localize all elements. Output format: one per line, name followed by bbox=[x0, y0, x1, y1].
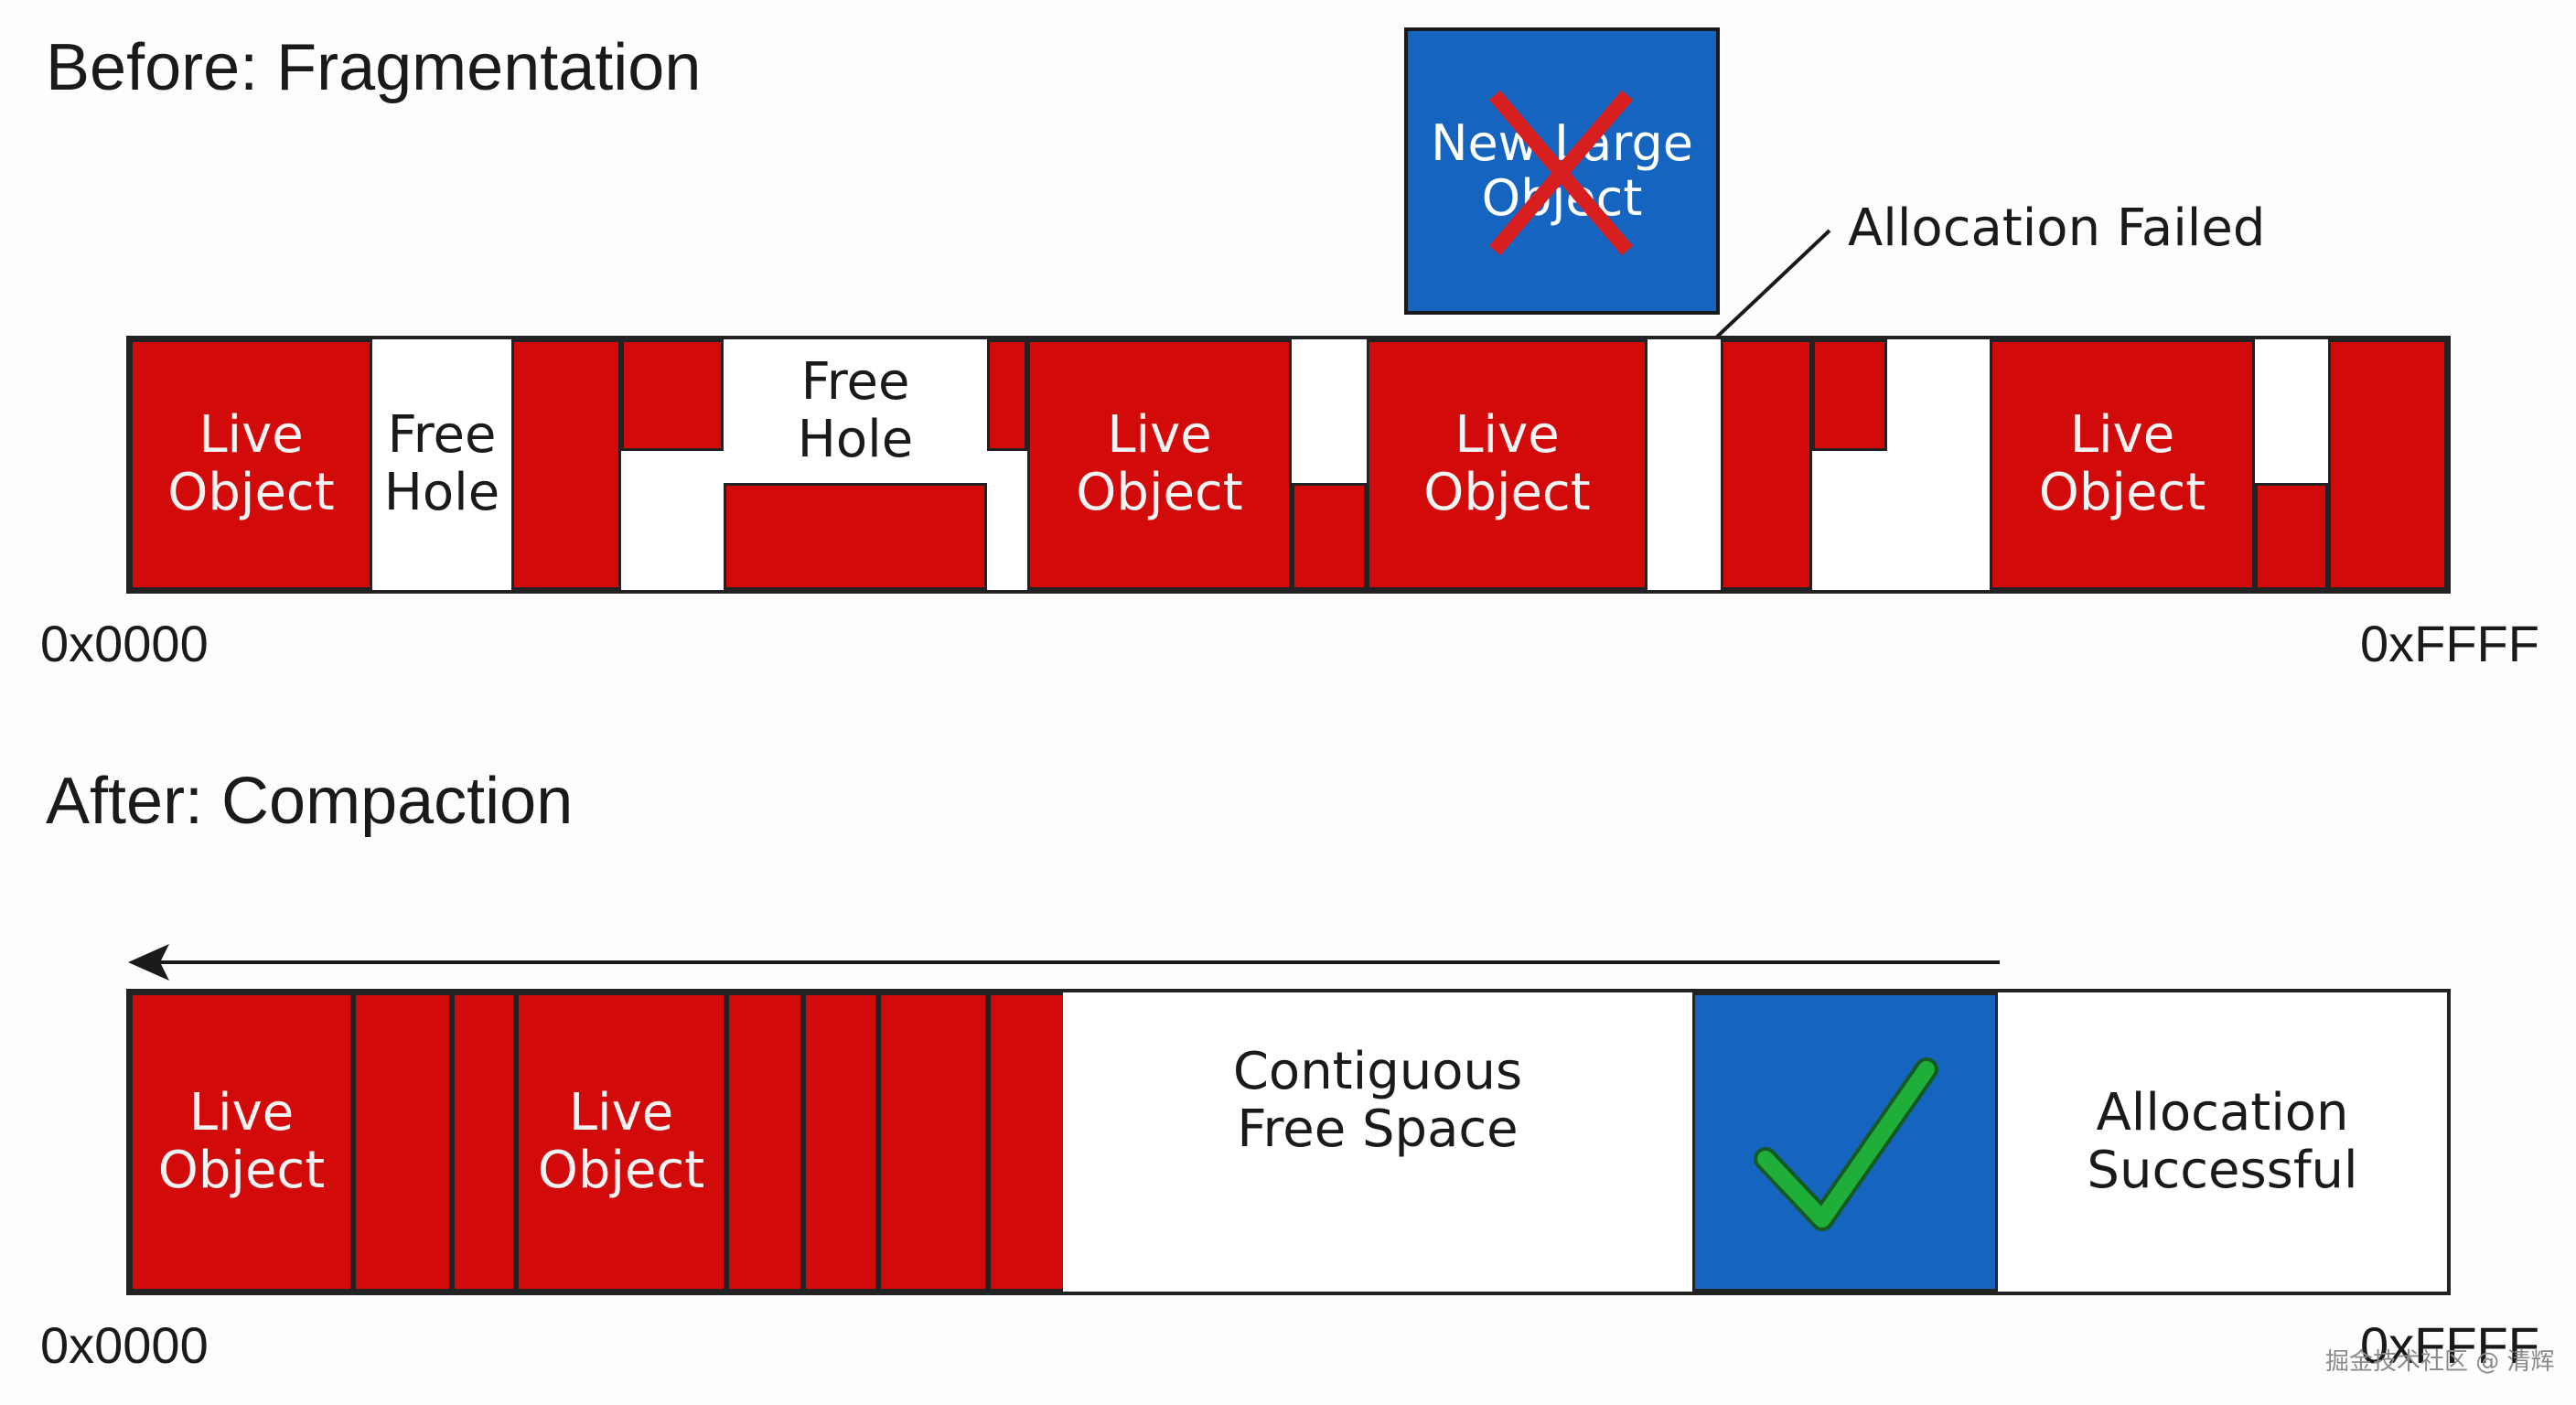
watermark: 掘金技术社区 @ 清辉 bbox=[2325, 1348, 2555, 1376]
free-hole-label: Free Hole bbox=[797, 351, 914, 469]
new-large-object-block: New Large Object bbox=[1404, 27, 1720, 315]
live-object-block bbox=[1027, 339, 1292, 590]
live-object-label: Live Object bbox=[167, 405, 335, 522]
live-object-label: Live Object bbox=[537, 1082, 705, 1200]
live-object-label: Live Object bbox=[2038, 405, 2206, 522]
live-object-block bbox=[878, 992, 988, 1292]
live-object-block bbox=[130, 339, 372, 590]
after-end-address: 0xFFFF bbox=[2360, 1316, 2539, 1374]
live-object-block bbox=[724, 483, 987, 590]
free-hole-label: Free Hole bbox=[383, 405, 500, 522]
live-object-block bbox=[1367, 339, 1648, 590]
compacted-memory-bar: Live Object Live Object Contiguous Free … bbox=[126, 989, 2451, 1295]
allocation-success-checkmark-icon bbox=[1754, 1057, 1938, 1231]
live-object-block bbox=[452, 992, 516, 1292]
live-object-block bbox=[130, 992, 353, 1292]
allocated-object-block bbox=[1692, 992, 1998, 1292]
before-end-address: 0xFFFF bbox=[2360, 615, 2539, 672]
before-start-address: 0x0000 bbox=[40, 615, 209, 672]
live-object-block bbox=[353, 992, 452, 1292]
live-object-block bbox=[1721, 339, 1812, 590]
live-object-block bbox=[516, 992, 726, 1292]
allocation-failed-callout: Allocation Failed bbox=[1848, 198, 2266, 258]
live-object-label: Live Object bbox=[1423, 405, 1591, 522]
live-object-block bbox=[621, 339, 724, 451]
after-section-title: After: Compaction bbox=[46, 765, 574, 838]
before-section-title: Before: Fragmentation bbox=[46, 31, 702, 104]
live-object-block bbox=[1990, 339, 2255, 590]
live-object-block bbox=[987, 339, 1027, 451]
allocation-successful-label: Allocation Successful bbox=[2087, 1082, 2358, 1200]
allocation-failed-x-icon bbox=[1488, 90, 1634, 256]
live-object-label: Live Object bbox=[157, 1082, 326, 1200]
live-object-block bbox=[1812, 339, 1887, 451]
live-object-block bbox=[726, 992, 803, 1292]
live-object-block bbox=[2328, 339, 2447, 590]
contiguous-free-space-label: Contiguous Free Space bbox=[1232, 1042, 1523, 1159]
fragmented-memory-bar: Live Object Free Hole Free Hole Live Obj… bbox=[126, 336, 2451, 594]
after-start-address: 0x0000 bbox=[40, 1316, 209, 1374]
live-object-block bbox=[803, 992, 878, 1292]
live-object-block bbox=[511, 339, 621, 590]
live-object-block bbox=[2255, 483, 2328, 590]
live-object-label: Live Object bbox=[1076, 405, 1243, 522]
live-object-block bbox=[988, 992, 1063, 1292]
live-object-block bbox=[1292, 483, 1367, 590]
